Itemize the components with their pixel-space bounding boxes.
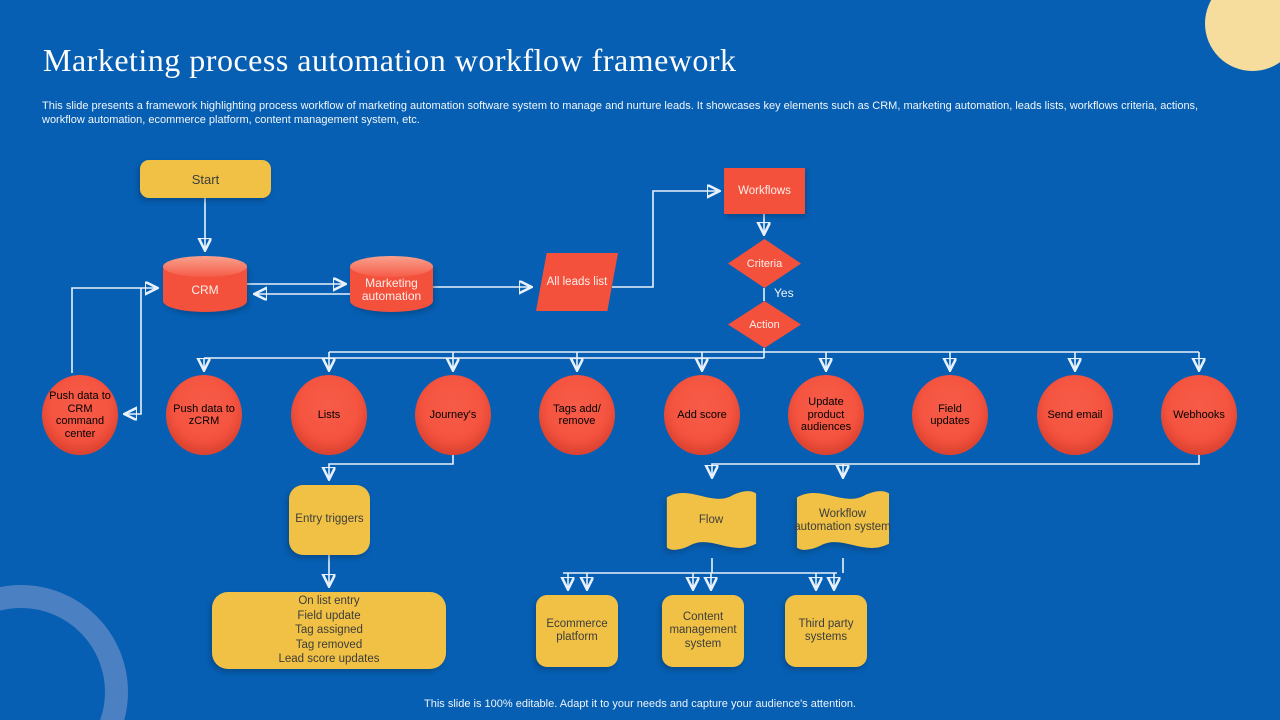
all-leads-list-label: All leads list [546, 275, 608, 288]
action-circle-send-email: Send email [1037, 375, 1113, 455]
circle-label: Tags add/ remove [553, 402, 601, 428]
action-circle-push-data-crm-command-center: Push data to CRM command center [42, 375, 118, 455]
slide-description: This slide presents a framework highligh… [42, 100, 1199, 126]
start-label: Start [191, 171, 220, 187]
circle-label: Webhooks [1173, 408, 1225, 421]
trigger-list-item: Lead score updates [278, 653, 380, 666]
flow-flag-node: Flow [663, 482, 759, 559]
circle-label: Add score [677, 408, 727, 421]
crm-cylinder: CRM [163, 256, 247, 312]
action-diamond: Action [728, 301, 801, 348]
action-circle-push-data-zcrm: Push data to zCRM [166, 375, 242, 455]
entry-triggers-node: Entry triggers [289, 485, 370, 555]
crm-label: CRM [191, 282, 219, 297]
circle-label: Push data to zCRM [173, 402, 235, 428]
trigger-list-item: Field update [297, 609, 361, 622]
wave-shape [666, 491, 757, 550]
trigger-list-item: Tag removed [295, 638, 363, 651]
wave-shape [796, 491, 890, 550]
action-circle-add-score: Add score [664, 375, 740, 455]
circle-label: Push data to CRM command center [49, 390, 111, 440]
editable-note: This slide is 100% editable. Adapt it to… [424, 698, 856, 710]
crm-cylinder-top [163, 256, 247, 277]
marketing-automation-cylinder: Marketing automation [350, 256, 433, 312]
criteria-diamond: Criteria [728, 239, 801, 288]
start-node: Start [140, 160, 271, 198]
action-circle-journeys: Journey's [415, 375, 491, 455]
action-circle-tags-add-remove: Tags add/ remove [539, 375, 615, 455]
trigger-list-item: Tag assigned [295, 624, 363, 637]
yes-branch-label: Yes [774, 286, 794, 300]
workflow-automation-system-label: Workflow automation system [794, 507, 891, 533]
action-circle-field-updates: Field updates [912, 375, 988, 455]
action-label: Action [749, 318, 780, 331]
circle-label: Update product audiences [800, 396, 852, 434]
ecommerce-platform-node: Ecommerce platform [536, 595, 618, 667]
third-party-systems-label: Third party systems [798, 617, 854, 644]
circle-label: Field updates [930, 402, 970, 428]
decorative-circle [1205, 0, 1280, 71]
third-party-systems-node: Third party systems [785, 595, 867, 667]
trigger-list-item: On list entry [298, 595, 360, 608]
criteria-label: Criteria [746, 257, 783, 270]
page-title: Marketing process automation workflow fr… [43, 42, 737, 78]
workflow-automation-system-flag-node: Workflow automation system [793, 482, 892, 559]
action-circle-update-product-audiences: Update product audiences [788, 375, 864, 455]
content-management-system-label: Content management system [669, 610, 737, 650]
action-circle-lists: Lists [291, 375, 367, 455]
circle-label: Lists [317, 408, 341, 421]
flow-label: Flow [698, 514, 724, 526]
ecommerce-platform-label: Ecommerce platform [546, 617, 608, 644]
trigger-list-box: On list entry Field update Tag assigned … [212, 592, 446, 669]
entry-triggers-label: Entry triggers [295, 513, 364, 526]
marketing-automation-cylinder-top [350, 256, 433, 277]
action-circle-webhooks: Webhooks [1161, 375, 1237, 455]
marketing-automation-label: Marketing automation [361, 276, 422, 303]
content-management-system-node: Content management system [662, 595, 744, 667]
all-leads-list-node: All leads list [536, 253, 618, 311]
circle-label: Send email [1047, 408, 1103, 421]
circle-label: Journey's [429, 408, 477, 421]
workflows-node: Workflows [724, 168, 805, 214]
workflows-label: Workflows [738, 185, 791, 197]
